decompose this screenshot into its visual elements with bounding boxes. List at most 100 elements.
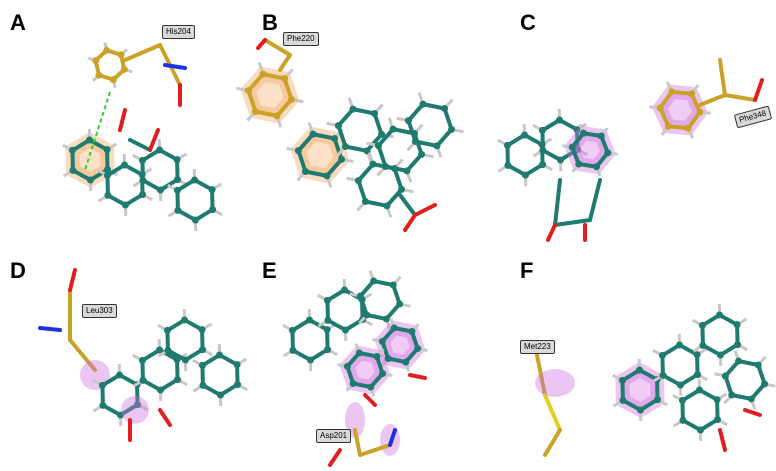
panel-label-a: A	[10, 10, 26, 35]
atom	[294, 147, 302, 155]
atom	[504, 161, 512, 169]
residue-label-d: Leu303	[82, 304, 117, 318]
atom	[208, 186, 216, 194]
ligand-bond	[128, 138, 152, 152]
atom	[121, 201, 129, 209]
atom	[656, 104, 664, 112]
hydroxyl	[118, 108, 127, 132]
hydroxyl	[408, 373, 427, 380]
ligand-surface	[121, 396, 149, 424]
atom	[658, 351, 666, 359]
atom	[676, 341, 684, 349]
atom	[324, 346, 332, 354]
atom	[503, 141, 511, 149]
residue-bond	[263, 38, 292, 57]
atom	[281, 75, 289, 83]
atom	[735, 357, 743, 365]
carbonyl	[328, 448, 342, 467]
hydroxyl	[403, 213, 417, 232]
atom	[99, 401, 107, 409]
atom	[654, 396, 662, 404]
atom	[341, 326, 349, 334]
atom	[521, 171, 529, 179]
panel-label-e: E	[262, 258, 277, 283]
atom	[156, 346, 164, 354]
atom	[411, 137, 419, 145]
atom	[419, 100, 427, 108]
atom	[714, 416, 722, 424]
atom	[747, 395, 755, 403]
leu303-bond	[68, 338, 97, 372]
atom	[134, 401, 142, 409]
atom	[164, 346, 172, 354]
atom	[575, 160, 583, 168]
atom	[389, 125, 397, 133]
atom	[618, 376, 626, 384]
atom	[367, 383, 375, 391]
atom	[402, 358, 410, 366]
atom	[404, 117, 412, 125]
atom	[363, 311, 371, 319]
atom	[636, 406, 644, 414]
atom	[156, 386, 164, 394]
atom	[390, 324, 398, 332]
atom	[593, 163, 601, 171]
asp201-bond	[353, 428, 362, 457]
atom	[68, 146, 76, 154]
atom	[734, 341, 742, 349]
atom	[331, 135, 339, 143]
met223-surface	[535, 369, 575, 397]
atom	[733, 321, 741, 329]
hydroxyl	[148, 128, 160, 152]
atom	[696, 386, 704, 394]
asp201-bond	[358, 443, 392, 457]
atom	[163, 326, 171, 334]
atom	[199, 346, 207, 354]
atom	[721, 372, 729, 380]
atom	[323, 326, 331, 334]
atom	[678, 396, 686, 404]
atom	[341, 286, 349, 294]
hydroxyl	[158, 408, 172, 427]
atom	[288, 326, 296, 334]
atom	[389, 281, 397, 289]
atom	[109, 76, 117, 84]
atom	[619, 396, 627, 404]
panel-label-c: C	[520, 10, 536, 35]
panel-label-f: F	[520, 258, 534, 283]
atom	[556, 116, 564, 124]
atom	[198, 326, 206, 334]
atom	[199, 381, 207, 389]
atom	[234, 381, 242, 389]
carbonyl	[68, 268, 77, 292]
atom	[309, 130, 317, 138]
atom	[156, 146, 164, 154]
atom	[403, 167, 411, 175]
atom	[373, 353, 381, 361]
ligand-bond	[588, 178, 602, 222]
hydroxyl	[413, 203, 437, 217]
atom	[698, 321, 706, 329]
atom	[659, 371, 667, 379]
atom	[361, 197, 369, 205]
met223-sulfur-bond	[543, 393, 562, 432]
atom	[754, 361, 762, 369]
atom	[378, 130, 386, 138]
atom	[539, 161, 547, 169]
atom	[104, 191, 112, 199]
atom	[699, 341, 707, 349]
residue-label-b: Phe220	[283, 32, 319, 46]
atom	[355, 349, 363, 357]
atom	[334, 122, 342, 130]
atom	[676, 381, 684, 389]
amine	[163, 63, 187, 70]
atom	[398, 185, 406, 193]
atom	[668, 88, 676, 96]
atom	[684, 124, 692, 132]
atom	[324, 316, 332, 324]
atom	[408, 328, 416, 336]
atom	[761, 380, 769, 388]
atom	[139, 191, 147, 199]
